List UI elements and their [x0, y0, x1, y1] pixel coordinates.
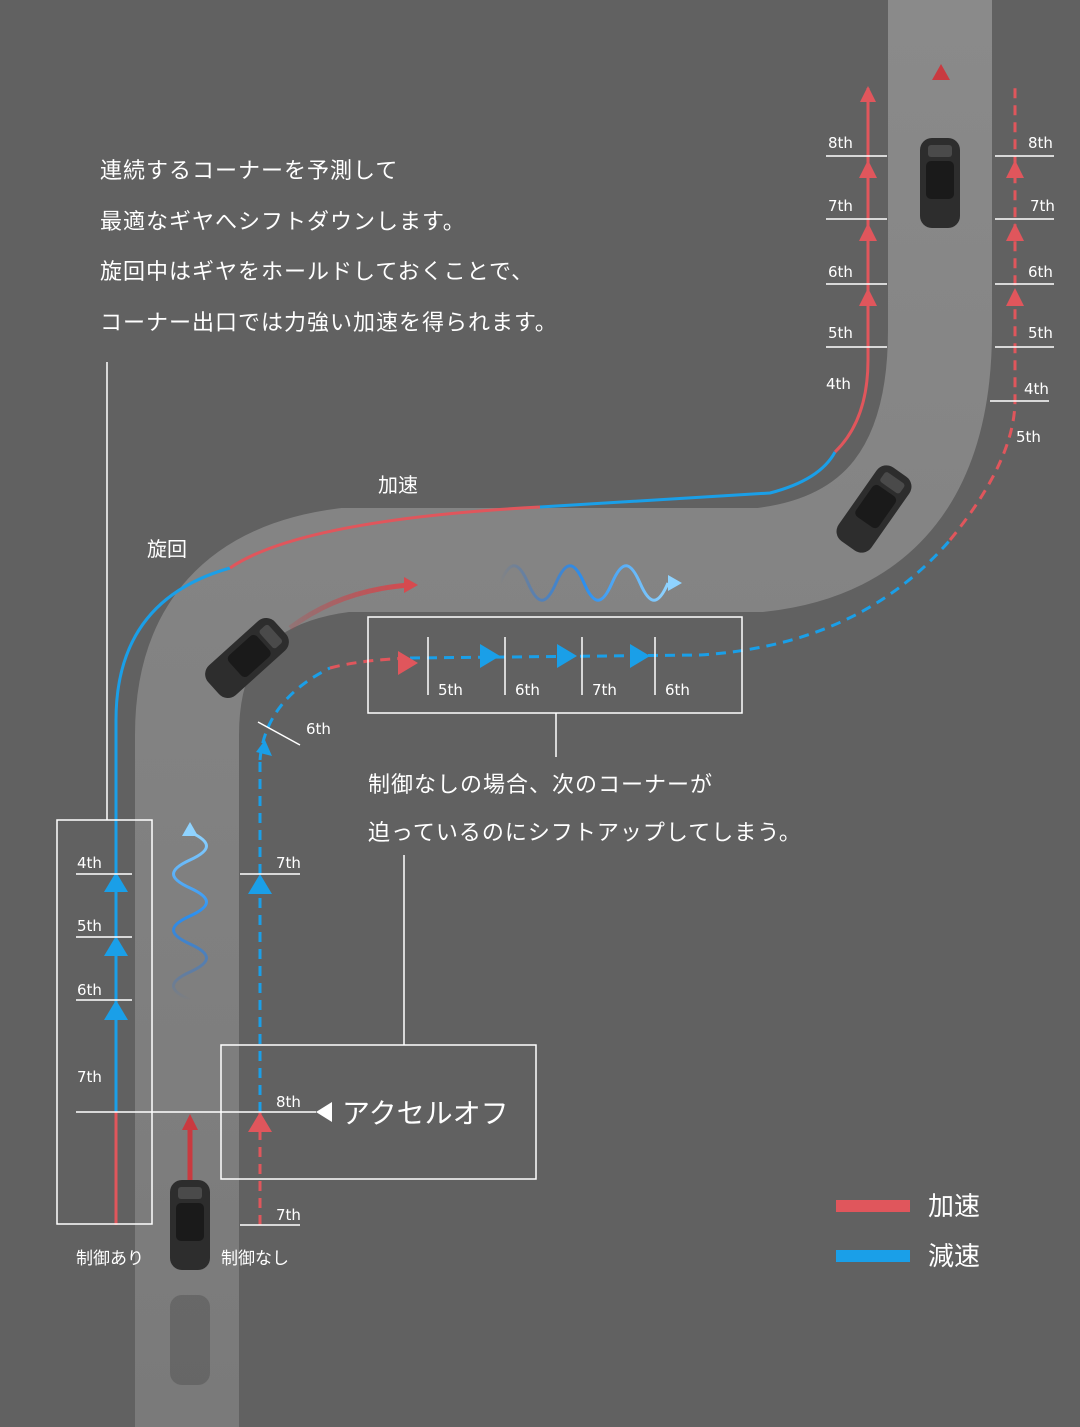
callout-line-2: 迫っているのにシフトアップしてしまう。 [368, 821, 802, 846]
middle-gear-7th: 7th [592, 681, 617, 699]
exit-left-8th: 8th [828, 134, 853, 152]
with-gear-7th: 7th [77, 1068, 102, 1086]
legend-accel-label: 加速 [928, 1192, 980, 1222]
callout-line-1: 制御なしの場合、次のコーナーが [368, 773, 713, 798]
without-gear-8th: 8th [276, 1093, 301, 1111]
exit-left-gear-ticks: 8th 7th 6th 5th 4th [826, 134, 887, 393]
middle-gear-6th: 6th [515, 681, 540, 699]
accel-off-box: アクセルオフ [220, 1044, 537, 1180]
middle-gear-box: 5th 6th 7th 6th [367, 616, 743, 714]
legend-accel-swatch [836, 1200, 910, 1212]
legend-decel-swatch [836, 1250, 910, 1262]
middle-gear-5th: 5th [438, 681, 463, 699]
without-control-path [248, 88, 1017, 1225]
with-control-gear-box: 4th 5th 6th 7th [56, 819, 153, 1225]
with-gear-4th: 4th [77, 854, 102, 872]
decel-wave-vertical [172, 822, 208, 1005]
exit-right-5th-low: 5th [1016, 428, 1041, 446]
exit-right-8th: 8th [1028, 134, 1053, 152]
car-start-ghost [170, 1295, 210, 1385]
exit-accel-arrow-head [932, 64, 950, 80]
exit-left-6th: 6th [828, 263, 853, 281]
intro-line-2: 最適なギヤへシフトダウンします。 [100, 210, 466, 235]
with-control-path [104, 86, 876, 1225]
legend: 加速 減速 [836, 1192, 980, 1272]
accel-off-label: アクセルオフ [342, 1097, 509, 1130]
exit-right-gear-ticks: 8th 7th 6th 5th 4th 5th [990, 134, 1055, 446]
legend-decel-label: 減速 [928, 1242, 980, 1272]
exit-right-7th: 7th [1030, 197, 1055, 215]
accel-off-marker [76, 1102, 332, 1122]
start-accel-arrow-head [182, 1114, 198, 1130]
exit-left-7th: 7th [828, 197, 853, 215]
turning-label: 旋回 [147, 537, 187, 561]
callout-text: 制御なしの場合、次のコーナーが 迫っているのにシフトアップしてしまう。 [368, 773, 802, 846]
intro-line-1: 連続するコーナーを予測して [100, 159, 398, 184]
without-gear-7th-lower: 7th [276, 1206, 301, 1224]
intro-text: 連続するコーナーを予測して 最適なギヤへシフトダウンします。 旋回中はギヤをホー… [100, 159, 558, 336]
exit-left-5th: 5th [828, 324, 853, 342]
without-control-label: 制御なし [221, 1249, 289, 1269]
accel-arrow-head [404, 577, 418, 593]
decel-wave-horizontal [498, 564, 682, 602]
without-gear-7th-upper: 7th [276, 854, 301, 872]
exit-right-4th: 4th [1024, 380, 1049, 398]
intro-line-4: コーナー出口では力強い加速を得られます。 [100, 311, 558, 336]
road [135, 0, 992, 1427]
without-gear-corner-6th: 6th [306, 720, 331, 738]
car-corner-1 [205, 617, 289, 699]
with-gear-5th: 5th [77, 917, 102, 935]
with-gear-6th: 6th [77, 981, 102, 999]
exit-right-5th: 5th [1028, 324, 1053, 342]
middle-gear-6th-b: 6th [665, 681, 690, 699]
accel-path-label: 加速 [378, 473, 418, 497]
without-control-gear-ticks: 7th 8th 7th 6th [240, 720, 331, 1226]
with-control-label: 制御あり [76, 1249, 144, 1269]
car-exit [920, 138, 960, 228]
intro-line-3: 旋回中はギヤをホールドしておくことで、 [100, 260, 534, 285]
car-corner-2 [836, 465, 912, 553]
exit-left-4th: 4th [826, 375, 851, 393]
exit-right-6th: 6th [1028, 263, 1053, 281]
car-start [170, 1180, 210, 1270]
